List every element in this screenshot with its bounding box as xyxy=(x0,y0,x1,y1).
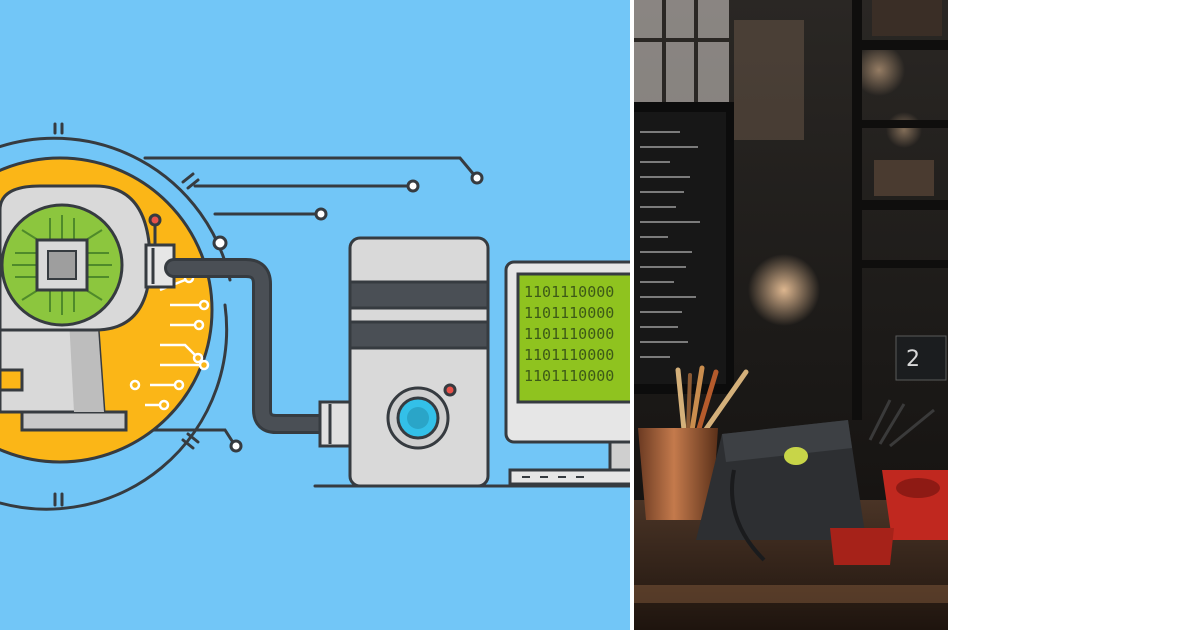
binary-line: 1101110000 xyxy=(524,325,614,343)
photo-monitor xyxy=(634,102,734,394)
hardware-illustration: 1101110000 1101110000 1101110000 1101110… xyxy=(0,122,630,511)
red-objects xyxy=(830,470,948,565)
photo-illustration: 2 xyxy=(634,0,948,630)
workspace-photo: 2 xyxy=(634,0,948,630)
binary-line: 1101110000 xyxy=(524,304,614,322)
desk-reflection xyxy=(634,585,948,603)
computer-tower xyxy=(348,236,490,488)
cable-plug xyxy=(318,400,352,448)
monitor xyxy=(504,260,630,486)
binary-line: 1101110000 xyxy=(524,346,614,364)
desk-tools xyxy=(868,399,935,448)
binary-line: 1101110000 xyxy=(524,367,614,385)
chip-icon xyxy=(0,203,124,327)
shelving xyxy=(852,0,948,420)
binary-line: 1101110000 xyxy=(524,283,614,301)
wire-nodes xyxy=(212,171,484,453)
sign: 2 xyxy=(895,335,947,381)
binary-readout: 1101110000 1101110000 1101110000 1101110… xyxy=(524,283,614,385)
blank-area xyxy=(948,0,1200,630)
pencils xyxy=(675,365,749,435)
pencil-cup xyxy=(638,428,718,520)
cable xyxy=(164,258,340,434)
sign-text: 2 xyxy=(906,347,920,372)
desk-device xyxy=(696,420,866,562)
circuit-lines xyxy=(0,122,630,511)
illustration-panel: 1101110000 1101110000 1101110000 1101110… xyxy=(0,0,630,630)
